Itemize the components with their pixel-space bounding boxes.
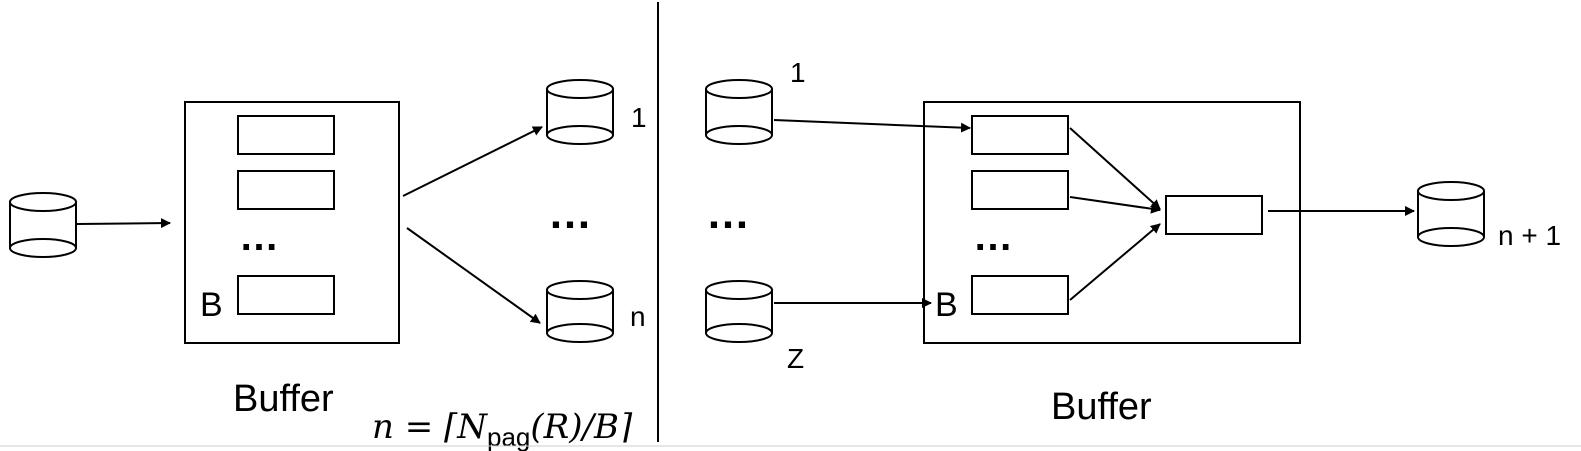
input-to-buffer-arrow [76,218,171,229]
merge-output-label: n + 1 [1498,220,1561,251]
output-run-n-disk-icon [546,280,614,343]
left-buffer-page [237,275,335,315]
buffer-to-run-1-arrow [402,126,543,197]
right-buffer-caption: Buffer [1051,386,1152,428]
right-output-page [1165,195,1263,235]
merge-input-1-disk-icon [705,79,773,145]
input-disk-icon [9,192,77,258]
merge-input-z-disk-icon [705,280,773,343]
right-input-dots: … [706,189,750,238]
input-1-to-page-arrow [773,119,971,133]
left-buffer-row-label: B [200,286,223,324]
run-count-formula: n = ⌈Npag(R)/B⌉ [372,407,633,451]
buffer-to-run-n-arrow [406,227,541,324]
left-output-dots: … [548,189,592,238]
left-buffer-page [237,115,335,155]
merge-output-disk-icon [1417,181,1485,247]
page-2-to-output-arrow [1069,196,1161,214]
right-input-page [971,170,1069,210]
page-b-to-output-arrow [1069,223,1161,301]
right-input-page [971,275,1069,315]
merge-input-z-label: Z [787,343,804,374]
left-buffer-caption: Buffer [233,378,334,420]
left-buffer-dots: … [239,215,279,259]
output-run-1-label: 1 [631,102,647,133]
page-1-to-output-arrow [1069,127,1161,210]
output-run-1-disk-icon [546,79,614,145]
left-buffer-page [237,170,335,210]
right-input-page [971,115,1069,155]
right-buffer-dots: … [973,215,1013,259]
right-buffer-row-label: B [935,286,958,324]
merge-input-1-label: 1 [790,57,806,88]
output-run-n-label: n [630,301,646,332]
